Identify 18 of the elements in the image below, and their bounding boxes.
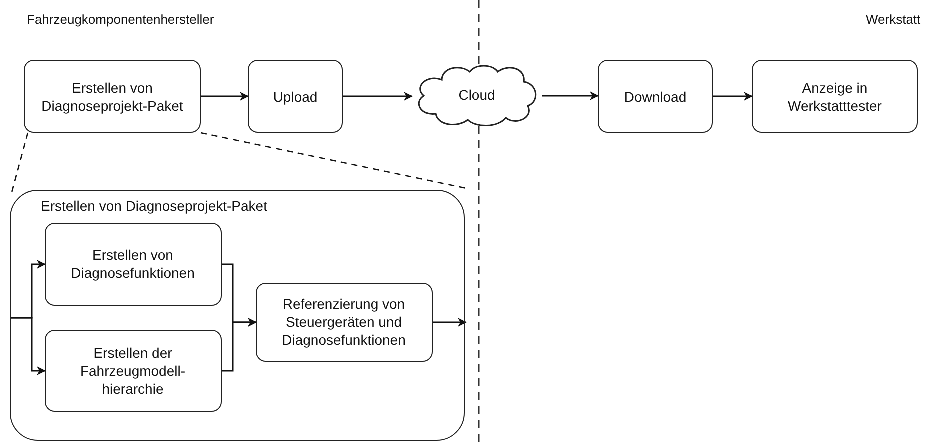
process-box: Anzeige in Werkstatttester [752, 60, 918, 133]
process-box: Referenzierung von Steuergeräten und Diagnosefunktionen [256, 282, 432, 362]
group-container [10, 190, 465, 441]
arrow [343, 92, 413, 101]
process-box: Erstellen der Fahrzeugmodell-hierarchie [44, 330, 222, 412]
arrow [713, 92, 753, 101]
arrow [542, 92, 599, 100]
lane-label: Fahrzeugkomponentenhersteller [27, 12, 214, 27]
arrow [222, 318, 257, 372]
group-heading: Erstellen von Diagnoseprojekt-Paket [41, 197, 268, 215]
arrow [201, 92, 249, 101]
process-box: Upload [248, 60, 343, 133]
process-box: Erstellen von Diagnosefunktionen [44, 222, 222, 306]
process-box: Download [598, 60, 713, 133]
lane-label: Werkstatt [866, 12, 921, 27]
arrow [11, 317, 46, 376]
arrow [433, 318, 467, 327]
process-box: Erstellen von Diagnoseprojekt-Paket [24, 60, 201, 133]
